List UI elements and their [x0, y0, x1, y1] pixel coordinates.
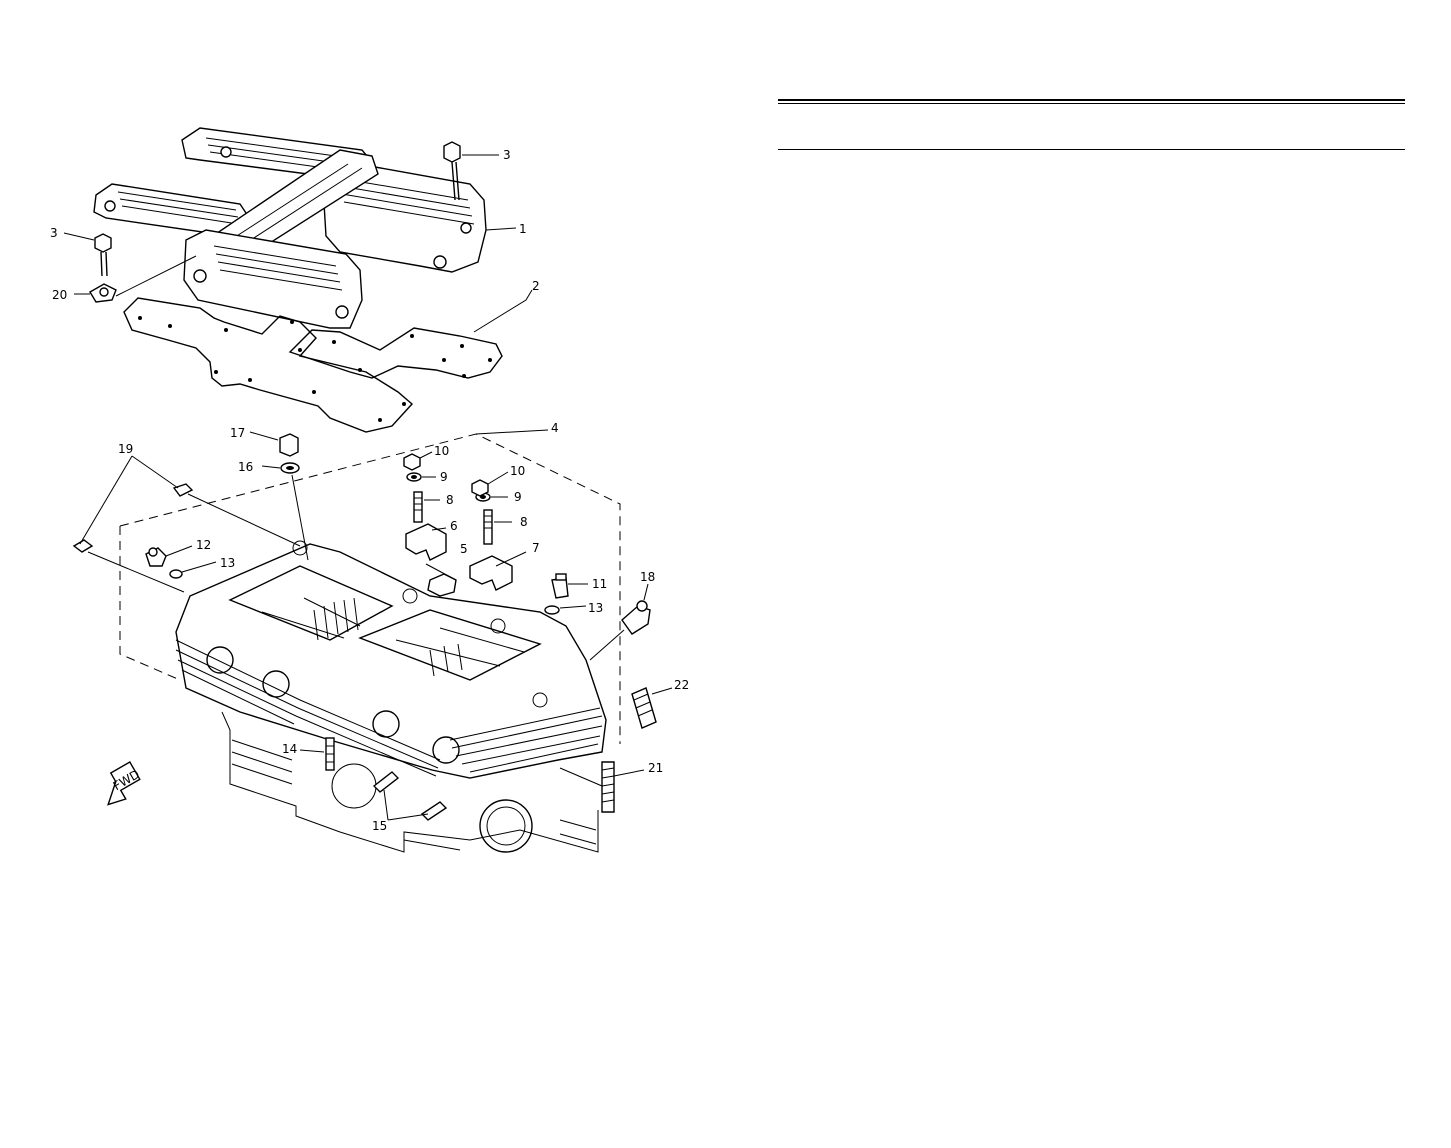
washer-9-left — [406, 472, 436, 482]
head-cover-gaskets — [123, 297, 503, 433]
callout-10-left: 10 — [434, 444, 449, 458]
callout-6: 6 — [450, 519, 458, 533]
callout-1: 1 — [519, 222, 527, 236]
callout-18: 18 — [640, 570, 655, 584]
cap-17 — [249, 431, 299, 457]
callout-3-left: 3 — [50, 226, 58, 240]
callout-9-left: 9 — [440, 470, 448, 484]
plug-11 — [551, 573, 588, 599]
stud-8-right — [483, 509, 512, 545]
callout-3-right: 3 — [503, 148, 511, 162]
sensor-18 — [589, 583, 651, 661]
rule-top-inner — [778, 103, 1405, 104]
spring-22 — [631, 687, 673, 729]
cylinder-block — [221, 711, 599, 853]
callout-8-left: 8 — [446, 493, 454, 507]
o-ring-13-left — [169, 561, 217, 579]
camshaft-cap-5 — [425, 563, 457, 597]
callout-7: 7 — [532, 541, 540, 555]
callout-5: 5 — [460, 542, 468, 556]
cylinder-head-cover — [93, 127, 487, 329]
assembly-outline — [119, 429, 621, 744]
header-single-rule — [778, 149, 1405, 150]
callout-11: 11 — [592, 577, 607, 591]
spring-21 — [559, 761, 645, 813]
camshaft-cap-6 — [405, 523, 447, 561]
cylinder-head — [175, 540, 607, 779]
callout-4: 4 — [551, 421, 559, 435]
dowel-pins-15 — [372, 771, 448, 821]
cylinder-head-exploded-diagram: FWD 1 2 3 3 4 5 6 7 8 8 9 9 10 10 11 12 … — [50, 127, 689, 853]
rule-top — [778, 99, 1405, 101]
cover-bolt-right — [443, 141, 499, 201]
callout-21: 21 — [648, 761, 663, 775]
camshaft-cap-7 — [469, 551, 527, 591]
front-direction-arrow: FWD — [107, 761, 142, 806]
nut-10-right — [471, 471, 509, 497]
callout-15: 15 — [372, 819, 387, 833]
o-ring-13-right — [544, 605, 587, 615]
callout-8-right: 8 — [520, 515, 528, 529]
callout-12: 12 — [196, 538, 211, 552]
callout-13-left: 13 — [220, 556, 235, 570]
plug-12 — [145, 545, 193, 567]
callout-16: 16 — [238, 460, 253, 474]
cover-bolt-left — [63, 232, 112, 277]
washer-16 — [261, 462, 309, 561]
callout-9-right: 9 — [514, 490, 522, 504]
callout-14: 14 — [282, 742, 297, 756]
callout-20: 20 — [52, 288, 67, 302]
callout-19: 19 — [118, 442, 133, 456]
stud-14 — [299, 737, 335, 771]
callout-22: 22 — [674, 678, 689, 692]
callout-2: 2 — [532, 279, 540, 293]
callout-17: 17 — [230, 426, 245, 440]
callout-10-right: 10 — [510, 464, 525, 478]
bolt-washer — [74, 255, 197, 303]
callout-13-right: 13 — [588, 601, 603, 615]
stud-8-left — [413, 491, 440, 523]
nut-10-left — [403, 451, 433, 471]
blind-plugs-19 — [72, 455, 301, 593]
